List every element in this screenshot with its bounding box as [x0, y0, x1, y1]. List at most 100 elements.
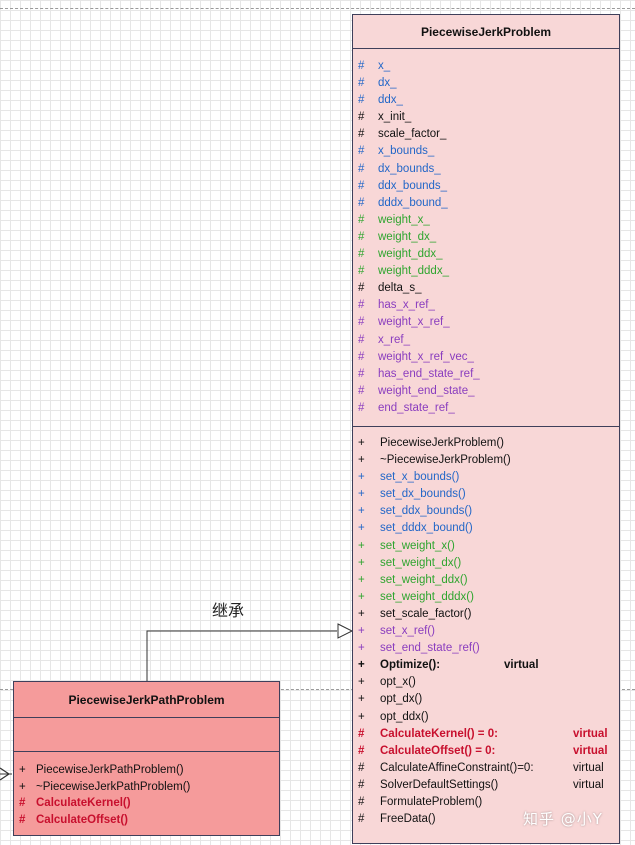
page-break-line: [0, 689, 635, 690]
operation-row: + set_end_state_ref(): [353, 640, 619, 657]
operation-row: #SolverDefaultSettings()virtual: [353, 777, 619, 794]
operation-name: FreeData(): [380, 813, 436, 826]
operation-name: CalculateAffineConstraint()=0:: [380, 761, 534, 774]
operation-name: set_dx_bounds(): [380, 488, 466, 501]
visibility-marker: +: [358, 522, 365, 535]
visibility-marker: #: [358, 333, 365, 346]
attribute-row: # x_: [353, 58, 619, 75]
visibility-marker: #: [358, 162, 365, 175]
visibility-marker: #: [358, 401, 365, 414]
operation-name: CalculateOffset() = 0:: [380, 744, 496, 757]
operation-row: #FormulateProblem(): [353, 794, 619, 811]
visibility-marker: +: [358, 505, 365, 518]
attribute-name: has_end_state_ref_: [378, 367, 480, 380]
operations-compartment: + PiecewiseJerkProblem() + ~PiecewiseJerkPr…: [353, 427, 619, 828]
attribute-row: #dx_bounds_: [353, 161, 619, 178]
operation-row: + set_dx_bounds(): [353, 486, 619, 503]
visibility-marker: #: [358, 77, 365, 90]
class-piecewise-jerk-path-problem[interactable]: PiecewiseJerkPathProblem +PiecewiseJerkP…: [13, 681, 280, 836]
operation-row: + set_weight_ddx(): [353, 572, 619, 589]
page-break-line: [0, 8, 635, 9]
attribute-name: end_state_ref_: [378, 401, 455, 414]
operation-row: # CalculateKernel(): [14, 795, 279, 812]
visibility-marker: +: [358, 437, 365, 449]
modifier-label: virtual: [573, 744, 608, 757]
modifier-label: virtual: [573, 778, 604, 791]
visibility-marker: +: [19, 764, 26, 776]
operation-name: ~PiecewiseJerkProblem(): [380, 454, 511, 467]
attribute-row: #ddx_: [353, 92, 619, 109]
operation-name: set_weight_ddx(): [380, 573, 468, 586]
operation-name: set_scale_factor(): [380, 607, 472, 620]
visibility-marker: #: [358, 761, 365, 774]
operation-row: +set_weight_dx(): [353, 555, 619, 572]
attribute-name: scale_factor_: [378, 128, 447, 141]
operation-name: Optimize():: [380, 659, 441, 672]
visibility-marker: +: [358, 625, 365, 638]
visibility-marker: #: [358, 196, 365, 209]
visibility-marker: +: [358, 488, 365, 501]
class-title: PiecewiseJerkProblem: [353, 15, 619, 49]
operation-row: +set_ddx_bounds(): [353, 503, 619, 520]
class-piecewise-jerk-problem[interactable]: PiecewiseJerkProblem #x_#dx_#ddx_#x_init…: [352, 14, 620, 844]
visibility-marker: +: [358, 471, 365, 484]
operation-row: + ~PiecewiseJerkPathProblem(): [14, 779, 279, 796]
operation-row: +opt_x(): [353, 674, 619, 691]
attribute-row: # end_state_ref_: [353, 400, 619, 417]
attribute-name: ddx_: [378, 94, 403, 107]
visibility-marker: +: [358, 693, 365, 706]
operation-name: CalculateKernel() = 0:: [380, 727, 498, 740]
operation-row: #CalculateKernel() = 0:virtual: [353, 726, 619, 743]
operation-name: set_x_ref(): [380, 625, 435, 638]
attribute-row: #has_x_ref_: [353, 297, 619, 314]
attribute-name: weight_x_: [378, 213, 430, 226]
attribute-row: # dx_: [353, 75, 619, 92]
operation-name: PiecewiseJerkProblem(): [380, 437, 504, 449]
visibility-marker: +: [358, 659, 365, 672]
attributes-compartment: [14, 718, 279, 752]
visibility-marker: #: [358, 60, 365, 72]
visibility-marker: #: [19, 813, 26, 826]
attributes-compartment: #x_#dx_#ddx_#x_init_#scale_factor_#x_bou…: [353, 49, 619, 427]
attribute-row: #has_end_state_ref_: [353, 366, 619, 383]
operations-compartment: + PiecewiseJerkPathProblem() + ~PiecewiseJe…: [14, 752, 279, 828]
visibility-marker: #: [358, 282, 365, 295]
inheritance-label: 继承: [212, 601, 245, 620]
operation-name: set_end_state_ref(): [380, 642, 480, 655]
attribute-name: weight_dddx_: [378, 265, 449, 278]
operation-row: + set_x_ref(): [353, 623, 619, 640]
attribute-name: weight_dx_: [378, 230, 437, 243]
visibility-marker: +: [358, 539, 365, 552]
attribute-name: dddx_bound_: [378, 196, 448, 209]
attribute-name: dx_: [378, 77, 397, 90]
attribute-row: #x_bounds_: [353, 143, 619, 160]
visibility-marker: #: [358, 213, 365, 226]
operation-name: CalculateKernel(): [36, 797, 131, 810]
attribute-row: #weight_x_ref_vec_: [353, 349, 619, 366]
visibility-marker: #: [19, 797, 26, 810]
attribute-row: #weight_dddx_: [353, 263, 619, 280]
attribute-name: weight_ddx_: [378, 248, 443, 261]
attribute-row: # delta_s_: [353, 280, 619, 297]
visibility-marker: +: [358, 573, 365, 586]
visibility-marker: +: [358, 710, 365, 723]
operation-row: +set_x_bounds(): [353, 469, 619, 486]
modifier-label: virtual: [573, 761, 604, 774]
operation-name: PiecewiseJerkPathProblem(): [36, 764, 184, 776]
visibility-marker: +: [19, 780, 26, 793]
operation-name: ~PiecewiseJerkPathProblem(): [36, 780, 191, 793]
operation-row: #CalculateOffset() = 0:virtual: [353, 743, 619, 760]
visibility-marker: +: [358, 642, 365, 655]
operation-name: set_weight_dx(): [380, 556, 462, 569]
attribute-row: #ddx_bounds_: [353, 178, 619, 195]
visibility-marker: #: [358, 316, 365, 329]
attribute-name: delta_s_: [378, 282, 422, 295]
operation-name: opt_x(): [380, 676, 416, 689]
visibility-marker: #: [358, 813, 365, 826]
operation-row: +set_scale_factor(): [353, 606, 619, 623]
attribute-name: x_: [378, 60, 391, 72]
visibility-marker: #: [358, 230, 365, 243]
visibility-marker: #: [358, 778, 365, 791]
operation-name: CalculateOffset(): [36, 813, 129, 826]
